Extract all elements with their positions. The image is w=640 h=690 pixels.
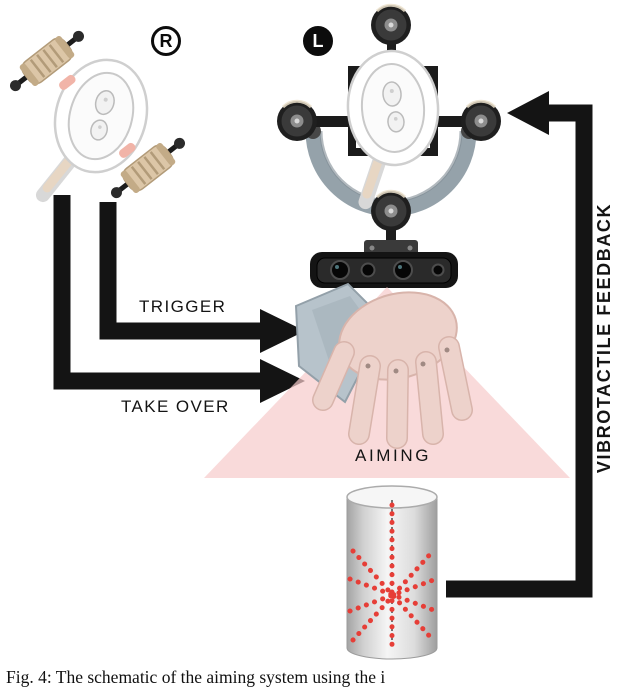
take-over-label: TAKE OVER xyxy=(121,397,230,416)
right-controller-group xyxy=(3,23,192,217)
tracking-disc-top-icon xyxy=(369,3,413,47)
trigger-label: TRIGGER xyxy=(139,297,227,316)
robotic-hand-icon xyxy=(294,282,473,449)
scan-marker-dots xyxy=(347,502,439,652)
tracking-disc-left-icon xyxy=(275,99,319,143)
left-controller-rig xyxy=(275,3,503,288)
trigger-arrow xyxy=(99,202,305,353)
target-cylinder-icon xyxy=(346,485,439,660)
tracking-disc-bottom-icon xyxy=(369,189,413,233)
figure-caption: Fig. 4: The schematic of the aiming syst… xyxy=(6,667,386,687)
aiming-label: AIMING xyxy=(355,446,432,465)
tracking-disc-right-icon xyxy=(459,99,503,143)
take-over-arrow xyxy=(53,195,305,403)
depth-camera-icon xyxy=(310,252,458,288)
badge-right-controller: R xyxy=(151,26,181,56)
feedback-arrow xyxy=(446,91,593,598)
vibrotactile-label: VIBROTACTILE FEEDBACK xyxy=(594,202,614,474)
badge-left-controller: L xyxy=(303,26,333,56)
